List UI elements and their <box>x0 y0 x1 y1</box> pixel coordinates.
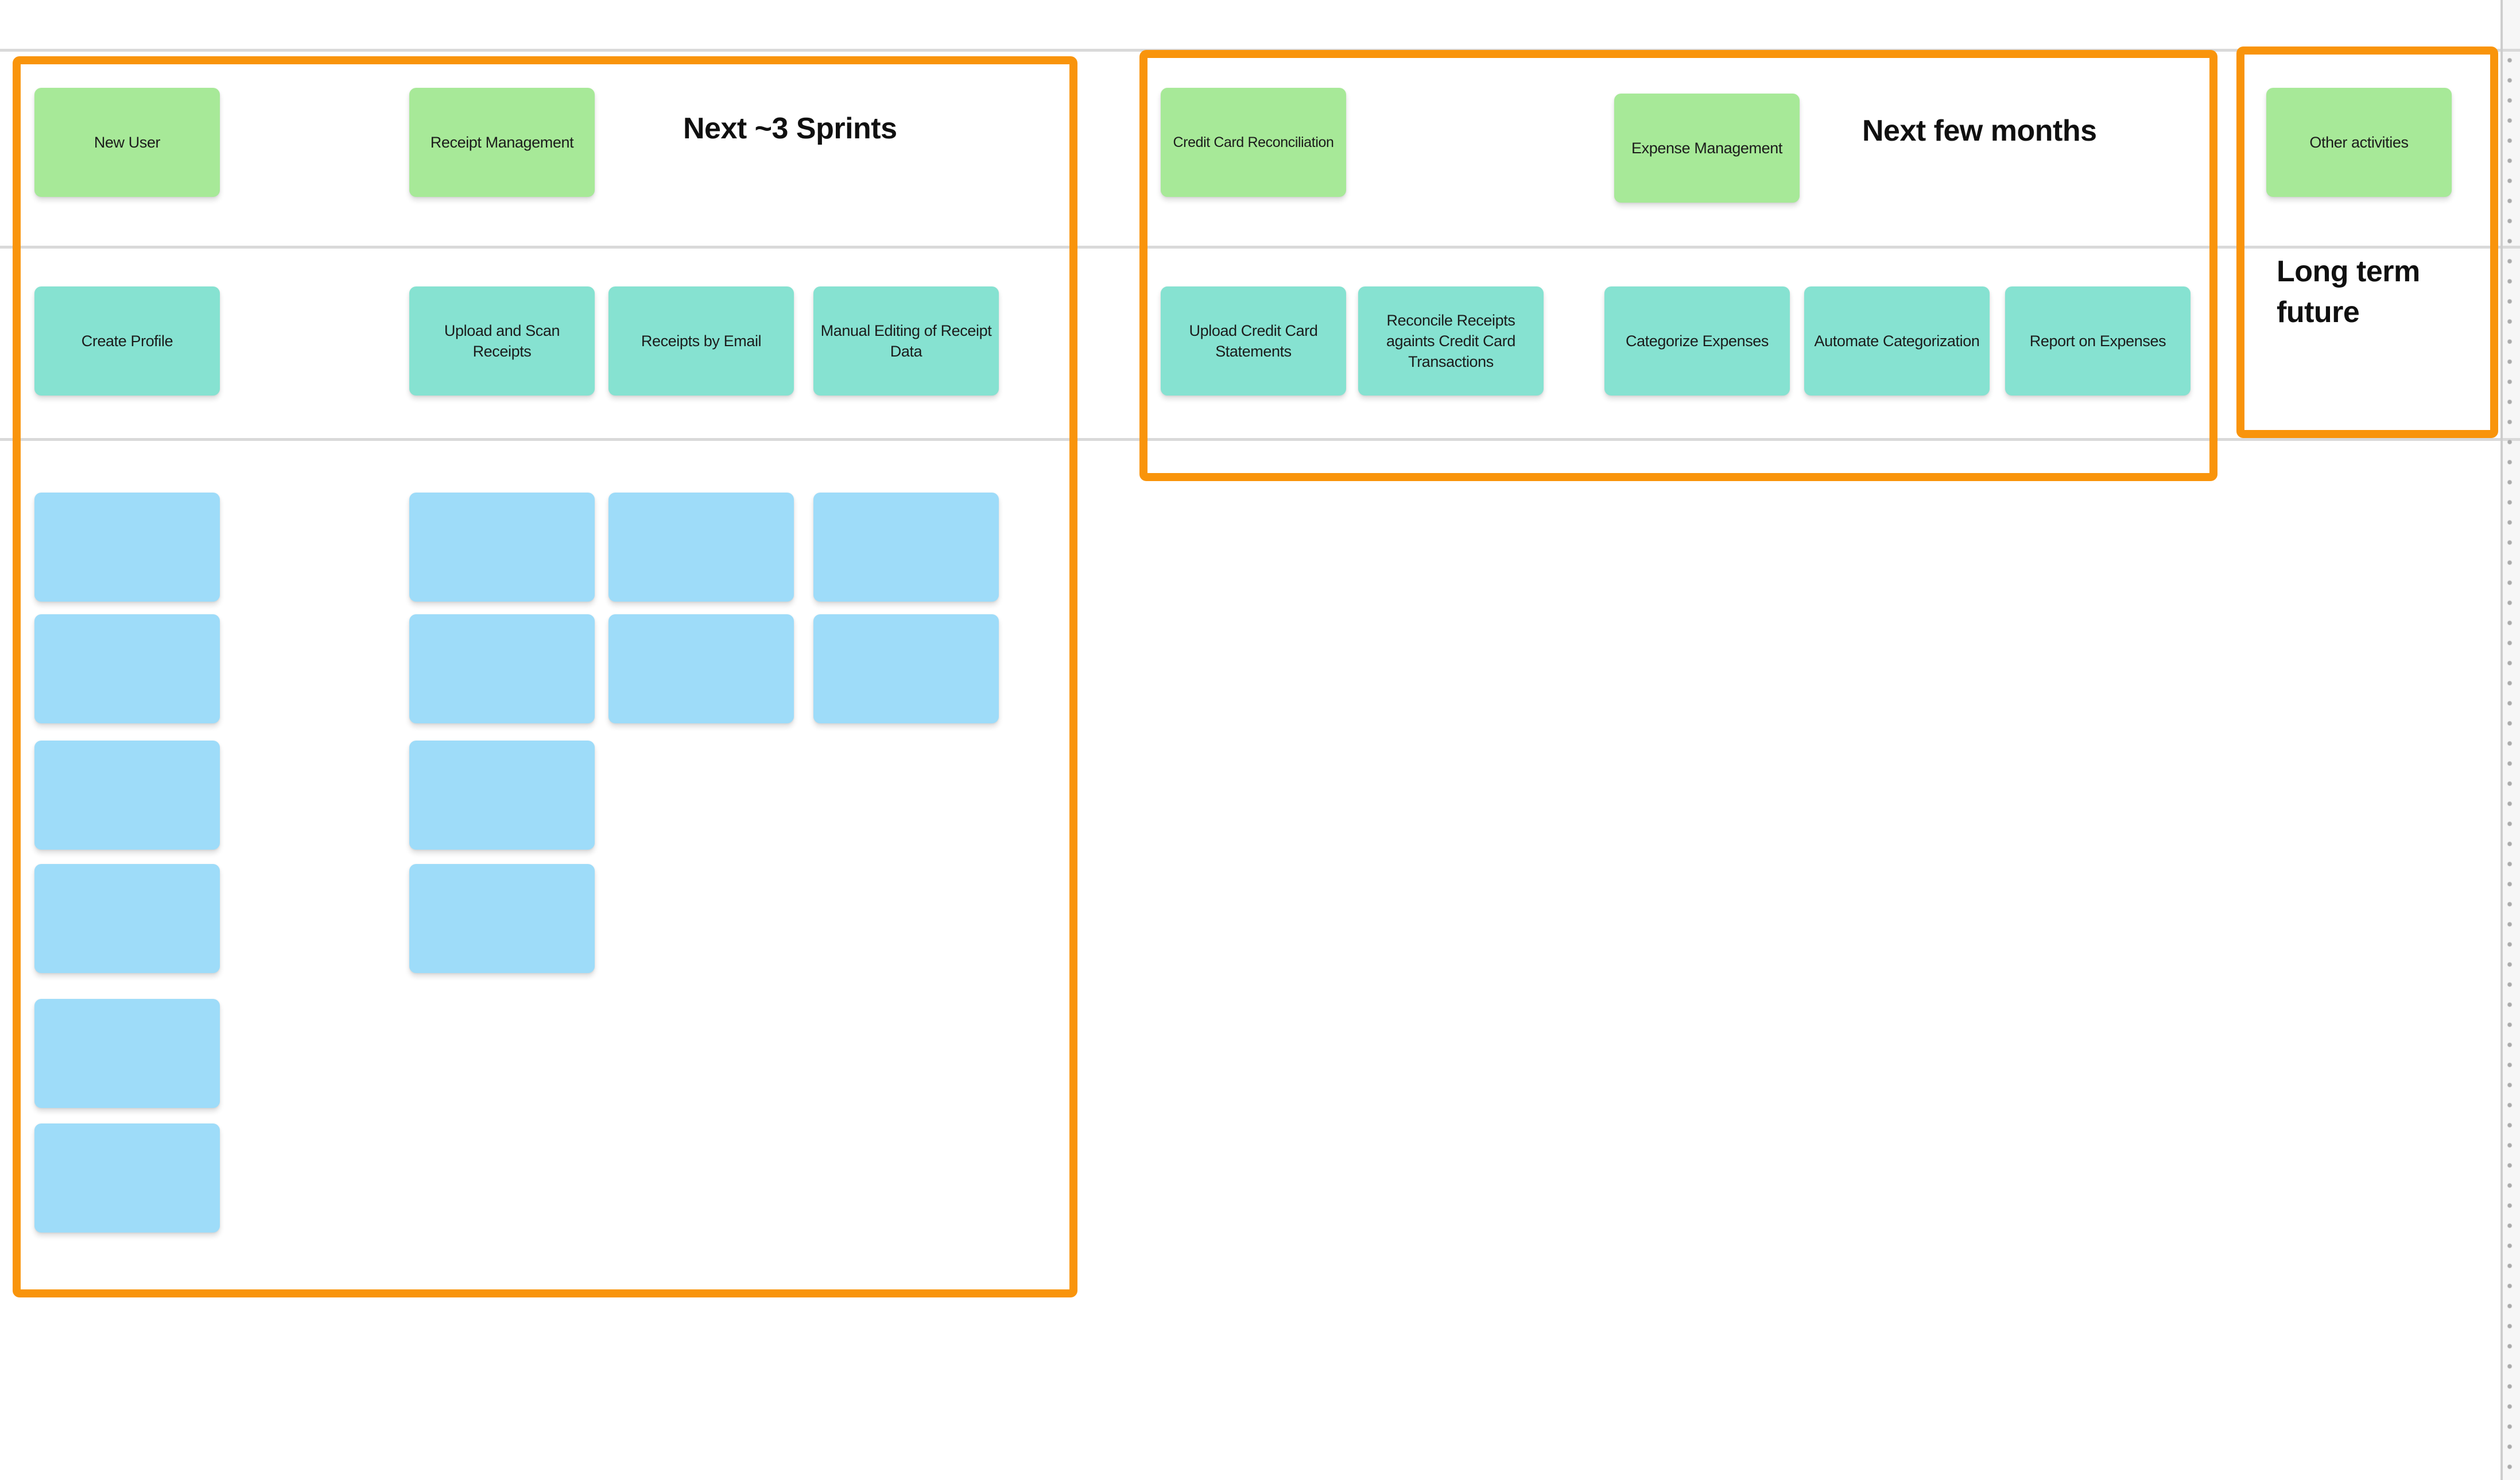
card-label: Create Profile <box>81 332 173 350</box>
story-card-blank[interactable] <box>608 614 794 723</box>
feature-card-reconcile-receipts[interactable]: Reconcile Receipts againts Credit Card T… <box>1358 286 1544 396</box>
story-card-blank[interactable] <box>34 614 220 723</box>
story-card-blank[interactable] <box>409 614 595 723</box>
feature-card-receipts-by-email[interactable]: Receipts by Email <box>608 286 794 396</box>
frame-long-term-future[interactable] <box>2236 47 2498 438</box>
feature-card-automate-categorization[interactable]: Automate Categorization <box>1804 286 1990 396</box>
story-card-blank[interactable] <box>34 1123 220 1233</box>
feature-card-manual-editing-of-receipt-data[interactable]: Manual Editing of Receipt Data <box>813 286 999 396</box>
row-divider-epic-feature <box>0 246 2520 249</box>
frame-next-few-months[interactable] <box>1139 50 2217 481</box>
story-card-blank[interactable] <box>34 999 220 1108</box>
feature-card-upload-and-scan-receipts[interactable]: Upload and Scan Receipts <box>409 286 595 396</box>
story-card-blank[interactable] <box>813 493 999 602</box>
story-card-blank[interactable] <box>813 614 999 723</box>
story-card-blank[interactable] <box>608 493 794 602</box>
title-next-few-months[interactable]: Next few months <box>1862 114 2097 148</box>
card-label: Receipt Management <box>430 134 574 151</box>
story-card-blank[interactable] <box>409 493 595 602</box>
feature-card-categorize-expenses[interactable]: Categorize Expenses <box>1604 286 1790 396</box>
card-label: Report on Expenses <box>2029 332 2166 350</box>
card-label: Other activities <box>2309 134 2409 151</box>
feature-card-report-on-expenses[interactable]: Report on Expenses <box>2005 286 2191 396</box>
dot-grid-strip <box>2505 51 2514 1477</box>
card-label: Receipts by Email <box>641 332 762 350</box>
feature-card-create-profile[interactable]: Create Profile <box>34 286 220 396</box>
title-long-term-future[interactable]: Long term future <box>2277 255 2420 329</box>
card-label: New User <box>94 134 161 151</box>
epic-card-receipt-management[interactable]: Receipt Management <box>409 88 595 197</box>
card-label: Upload and Scan Receipts <box>444 322 560 360</box>
board-right-edge-line <box>2500 0 2503 1480</box>
card-label: Manual Editing of Receipt Data <box>820 322 992 360</box>
story-card-blank[interactable] <box>34 493 220 602</box>
row-divider-feature-story <box>0 438 2520 441</box>
epic-card-credit-card-reconciliation[interactable]: Credit Card Reconciliation <box>1161 88 1346 197</box>
story-card-blank[interactable] <box>34 864 220 973</box>
card-label: Credit Card Reconciliation <box>1173 134 1334 150</box>
epic-card-other-activities[interactable]: Other activities <box>2266 88 2452 197</box>
card-label: Reconcile Receipts againts Credit Card T… <box>1386 312 1515 370</box>
story-card-blank[interactable] <box>34 741 220 850</box>
frame-next-3-sprints[interactable] <box>13 56 1077 1297</box>
story-card-blank[interactable] <box>409 741 595 850</box>
epic-card-expense-management[interactable]: Expense Management <box>1614 94 1800 203</box>
epic-card-new-user[interactable]: New User <box>34 88 220 197</box>
card-label: Upload Credit Card Statements <box>1189 322 1318 360</box>
card-label: Expense Management <box>1631 140 1782 157</box>
card-label: Automate Categorization <box>1814 332 1980 350</box>
story-card-blank[interactable] <box>409 864 595 973</box>
title-next-3-sprints[interactable]: Next ~3 Sprints <box>683 112 897 145</box>
feature-card-upload-credit-card-statements[interactable]: Upload Credit Card Statements <box>1161 286 1346 396</box>
card-label: Categorize Expenses <box>1625 332 1769 350</box>
